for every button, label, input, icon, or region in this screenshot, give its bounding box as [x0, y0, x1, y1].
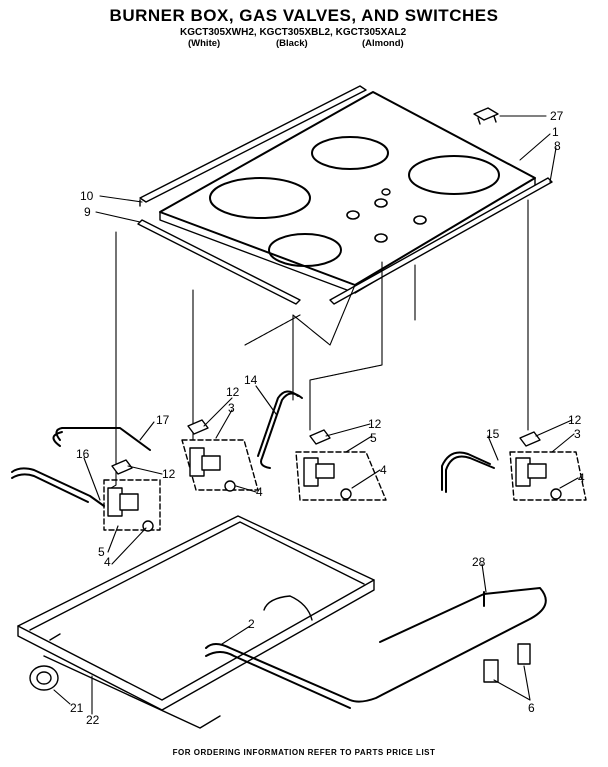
callout-4-d: 4 — [104, 555, 111, 569]
callout-10: 10 — [80, 189, 94, 203]
callout-16: 16 — [76, 447, 90, 461]
callout-6: 6 — [528, 701, 535, 715]
callout-3-b: 3 — [574, 427, 581, 441]
callout-2: 2 — [248, 617, 255, 631]
diagram-title: BURNER BOX, GAS VALVES, AND SWITCHES — [109, 6, 499, 25]
callout-28: 28 — [472, 555, 486, 569]
burner-tube — [205, 587, 547, 709]
ordering-footer: FOR ORDERING INFORMATION REFER TO PARTS … — [172, 748, 436, 757]
callout-12-d: 12 — [568, 413, 582, 427]
burner-box-tray — [17, 515, 375, 729]
gas-valve-2 — [181, 419, 259, 492]
gas-valve-3 — [295, 429, 387, 501]
callout-17: 17 — [156, 413, 170, 427]
bracket-27 — [473, 107, 499, 125]
callout-5-a: 5 — [370, 431, 377, 445]
callout-1: 1 — [552, 125, 559, 139]
callout-8: 8 — [554, 139, 561, 153]
variant-black: (Black) — [276, 38, 308, 49]
callout-4-c: 4 — [578, 471, 585, 485]
model-numbers: KGCT305XWH2, KGCT305XBL2, KGCT305XAL2 — [180, 27, 407, 38]
variant-almond: (Almond) — [362, 38, 404, 49]
callout-4-b: 4 — [380, 463, 387, 477]
gas-valve-right — [509, 431, 587, 501]
callout-12-b: 12 — [368, 417, 382, 431]
callout-12-c: 12 — [162, 467, 176, 481]
callout-12-a: 12 — [226, 385, 240, 399]
variant-white: (White) — [188, 38, 221, 49]
callout-27: 27 — [550, 109, 564, 123]
gas-tubes — [11, 390, 495, 507]
gas-valve-left — [103, 459, 161, 532]
leader-lines — [53, 115, 579, 715]
callout-14: 14 — [244, 373, 258, 387]
callout-5-b: 5 — [98, 545, 105, 559]
callout-4-a: 4 — [256, 485, 263, 499]
spark-module — [29, 665, 59, 691]
callout-15: 15 — [486, 427, 500, 441]
callout-3-a: 3 — [228, 401, 235, 415]
callout-22: 22 — [86, 713, 100, 727]
switches — [483, 643, 531, 683]
callout-9: 9 — [84, 205, 91, 219]
callout-21: 21 — [70, 701, 84, 715]
trim-strips — [137, 85, 553, 305]
